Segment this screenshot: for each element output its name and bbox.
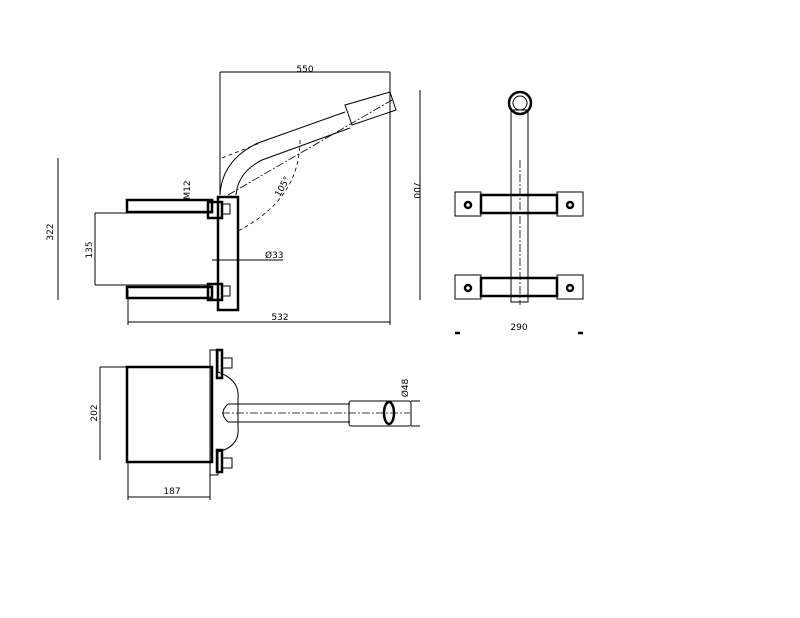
mounting-plate <box>209 349 239 476</box>
side-view: 550 700 322 135 M12 Ø33 105° 532 <box>46 65 421 325</box>
pipe-diameter-label: Ø33 <box>265 250 284 261</box>
dim-depth: 187 <box>163 487 180 497</box>
sleeve <box>348 400 412 427</box>
dim-width-bottom: 532 <box>271 313 288 323</box>
dim-clamp-gap: 135 <box>85 241 95 258</box>
upper-clamp <box>125 198 214 214</box>
upper-bar <box>479 193 559 215</box>
mounting-plate <box>216 195 240 312</box>
top-view: 202 187 Ø48 <box>90 348 420 500</box>
angle-label: 105° <box>274 175 294 199</box>
dim-height-left: 322 <box>46 223 56 240</box>
pipe-sleeve <box>344 91 397 126</box>
dim-height: 202 <box>90 404 100 421</box>
sleeve-diameter-label: Ø48 <box>400 378 411 397</box>
clamp-box <box>125 365 214 464</box>
pipe <box>219 111 346 196</box>
pipe <box>510 109 529 303</box>
dim-height-right: 700 <box>411 181 421 198</box>
front-view: 290 <box>454 90 584 335</box>
dim-width: 290 <box>510 323 527 333</box>
lower-clamp <box>125 285 214 300</box>
pipe-end <box>507 90 533 116</box>
lower-bar <box>479 276 559 298</box>
dim-width-top: 550 <box>296 65 313 75</box>
bolt-label: M12 <box>183 180 193 199</box>
